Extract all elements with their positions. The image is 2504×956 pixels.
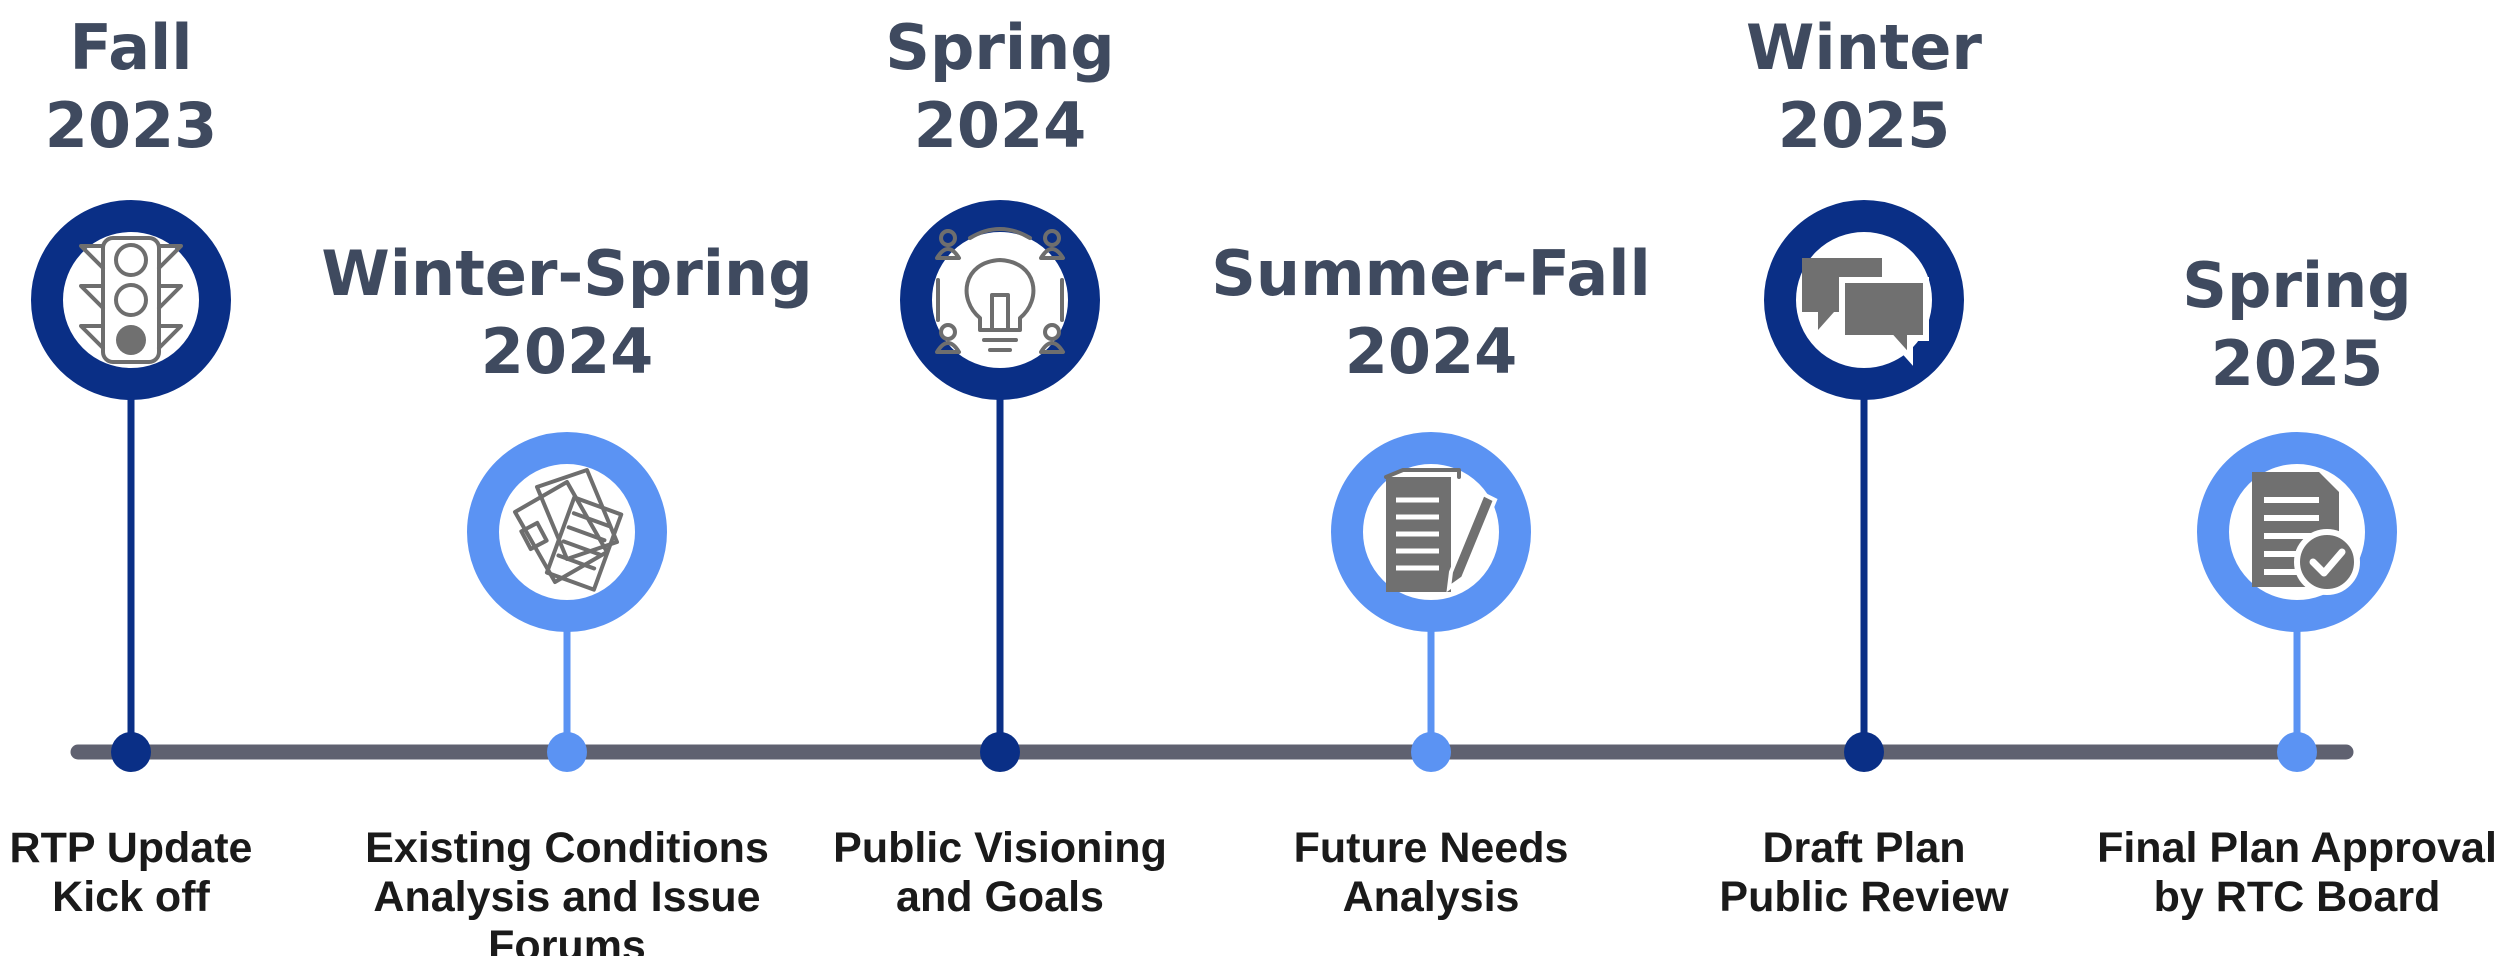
milestone-period: 2024: [481, 315, 654, 388]
milestone-period: Summer-Fall: [1211, 237, 1650, 310]
milestone-period: Spring: [2182, 249, 2411, 322]
milestone-caption: by RTC Board: [2154, 873, 2441, 921]
milestone-caption: and Goals: [896, 873, 1104, 921]
timeline-dot: [1844, 732, 1884, 772]
timeline-dot: [1411, 732, 1451, 772]
chat-bubbles-icon: [1802, 258, 1929, 366]
timeline-dot: [547, 732, 587, 772]
milestone-period: Spring: [885, 11, 1114, 84]
milestone-caption: Public Review: [1719, 873, 2009, 921]
document-pencil-icon: [1384, 468, 1498, 593]
lightbulb-collaboration-icon: [935, 227, 1065, 354]
timeline-dot: [111, 732, 151, 772]
documents-icon: [513, 468, 624, 592]
milestone-caption: Final Plan Approval: [2097, 824, 2497, 872]
milestone-period: 2025: [2211, 327, 2384, 400]
traffic-light-icon: [79, 236, 183, 364]
milestone-period: 2024: [914, 89, 1087, 162]
milestone-period: 2023: [45, 89, 218, 162]
milestone-caption: Existing Conditions: [365, 824, 769, 872]
timeline-dot: [2277, 732, 2317, 772]
timeline-dot: [980, 732, 1020, 772]
milestone-period: Winter: [1746, 11, 1982, 84]
milestone-period: 2024: [1345, 315, 1518, 388]
milestone-caption: Draft Plan: [1762, 824, 1965, 872]
milestone-caption: Kick off: [52, 873, 210, 921]
milestone-caption: Future Needs: [1294, 824, 1569, 872]
document-check-icon: [2252, 472, 2360, 595]
milestone-badge: [467, 432, 667, 632]
milestone-caption: Analysis and Issue: [373, 873, 760, 921]
milestone-period: Winter-Spring: [321, 237, 812, 310]
milestone-caption: Forums: [488, 922, 646, 956]
milestone-caption: RTP Update: [10, 824, 253, 872]
milestone-caption: Analysis: [1343, 873, 1520, 921]
milestone-period: Fall: [69, 11, 192, 84]
milestone-caption: Public Visioning: [833, 824, 1167, 872]
milestone-badge: [31, 200, 231, 400]
milestone-period: 2025: [1778, 89, 1951, 162]
